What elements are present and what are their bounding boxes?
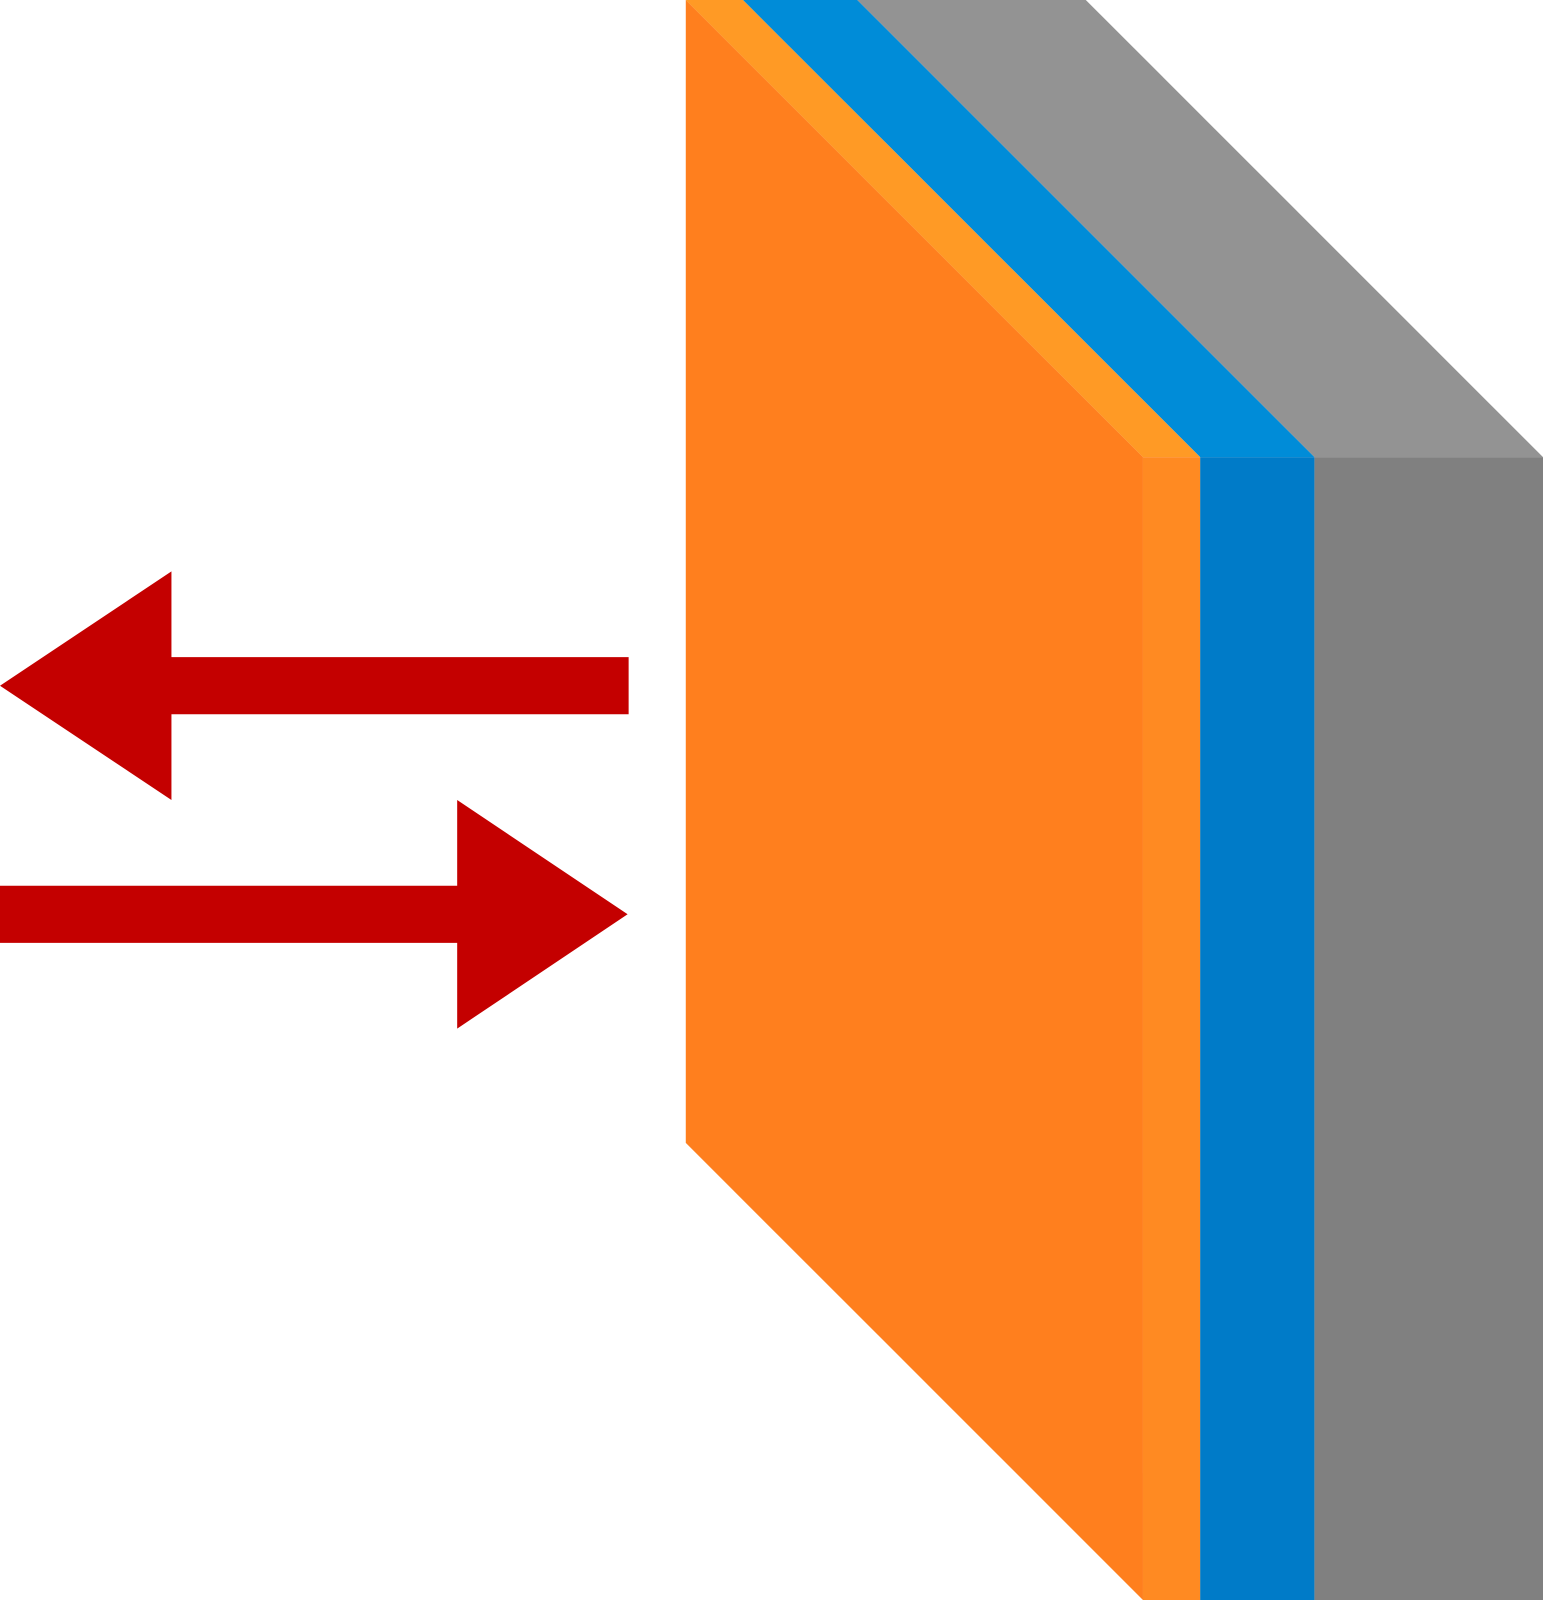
gray-layer [857, 0, 1543, 1600]
orange-layer-side [1142, 457, 1201, 1600]
gray-layer-top [857, 0, 1543, 458]
orange-layer-top [685, 0, 1201, 458]
blue-layer-side [1200, 457, 1315, 1600]
blue-layer [742, 0, 1315, 1600]
blue-layer-top [742, 0, 1315, 458]
right-arrow-icon [0, 800, 628, 1029]
orange-layer-front [685, 0, 1143, 1600]
orange-layer [685, 0, 1201, 1600]
gray-layer-side [1314, 457, 1543, 1600]
left-arrow-icon [0, 571, 629, 800]
